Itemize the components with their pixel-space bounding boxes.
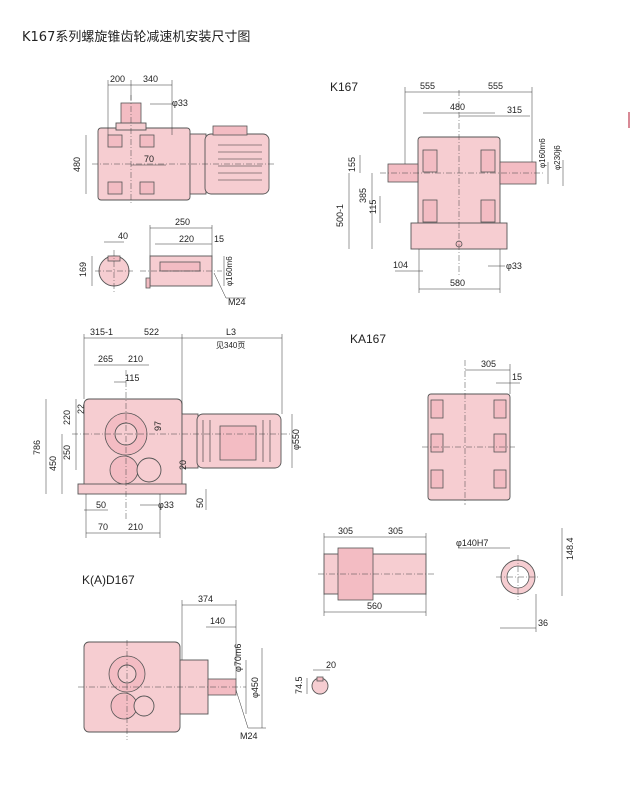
ka167-lug-4	[493, 433, 507, 453]
k167-lug-1	[422, 149, 438, 173]
front-dim-450: 450	[48, 456, 58, 471]
shaft-dim-169: 169	[78, 262, 88, 277]
ka167-lug-3	[430, 433, 444, 453]
k167-dim-115: 115	[368, 200, 378, 214]
k167-dim-500: 500-1	[335, 204, 345, 227]
k167-dim-555b: 555	[488, 81, 503, 91]
shaft-dim-40: 40	[118, 231, 128, 241]
hollow-shaft-view: 305 305 560 φ140H7 148.4 36	[318, 526, 575, 632]
hollow-dim-36: 36	[538, 618, 548, 628]
front-dim-315: 315-1	[90, 327, 113, 337]
kad167-dim-140: 140	[210, 616, 225, 626]
front-dim-210a: 210	[128, 354, 143, 364]
ka167-dim-305: 305	[481, 359, 496, 369]
front-dim-22: 22	[76, 404, 86, 414]
k167-dim-480: 480	[450, 102, 465, 112]
hollow-dim-148: 148.4	[565, 537, 575, 560]
ka167-lug-5	[430, 469, 444, 489]
k167-dim-385: 385	[358, 188, 368, 203]
ka167-lug-2	[493, 399, 507, 419]
shaft-dim-220: 220	[179, 234, 194, 244]
hollow-dim-phi140h7: φ140H7	[456, 538, 488, 548]
k167-dim-phi230j6: φ230j6	[553, 145, 562, 170]
k167-dim-104: 104	[393, 260, 408, 270]
top-terminal-box	[212, 125, 248, 136]
k167-dim-580: 580	[450, 278, 465, 288]
k167-dim-phi160m6: φ160m6	[538, 138, 547, 168]
ka167-lug-1	[430, 399, 444, 419]
front-dim-phi550: φ550	[291, 429, 301, 450]
top-dim-200: 200	[110, 74, 125, 84]
hollow-dim-305b: 305	[388, 526, 403, 536]
front-dim-phi33: φ33	[158, 500, 174, 510]
front-dim-l3: L3	[226, 327, 236, 337]
front-dim-l3-note: 见340页	[216, 341, 245, 350]
page-title: K167系列螺旋锥齿轮减速机安装尺寸图	[22, 30, 251, 45]
top-foot-2	[139, 134, 155, 148]
top-foot-1	[107, 134, 123, 148]
shaft-dim-m24: M24	[228, 297, 246, 307]
k167-dim-155: 155	[347, 157, 357, 172]
front-dim-50a: 50	[96, 500, 106, 510]
front-dim-210b: 210	[128, 522, 143, 532]
kad167-dim-phi70m6: φ70m6	[233, 644, 243, 672]
front-dim-50b: 50	[195, 498, 205, 508]
shaft-dim-250: 250	[175, 217, 190, 227]
hollow-dim-560: 560	[367, 601, 382, 611]
top-dim-phi33: φ33	[172, 98, 188, 108]
front-dim-250: 250	[62, 445, 72, 460]
kad167-gear-small	[110, 692, 138, 720]
front-dim-115: 115	[125, 373, 139, 383]
hollow-dim-305a: 305	[338, 526, 353, 536]
ka167-view: 305 15	[422, 359, 522, 505]
kad167-dim-374: 374	[198, 594, 213, 604]
shaft-side-key	[159, 261, 201, 272]
front-dim-220: 220	[62, 410, 72, 425]
top-dim-340: 340	[143, 74, 158, 84]
front-terminal-box	[219, 425, 257, 461]
view-label-ka167: KA167	[350, 332, 387, 346]
k167-end-view: 555 555 480 315 φ160m6 φ230j6 155 385 11…	[335, 81, 564, 293]
front-view-drawing: 315-1 522 L3 见340页 265 210 115 786 450 2…	[32, 327, 301, 538]
front-dim-265: 265	[98, 354, 113, 364]
k167-lug-3	[422, 199, 438, 223]
front-dim-70: 70	[98, 522, 108, 532]
k167-dim-315: 315	[507, 105, 522, 115]
kad167-view: 374 140 φ70m6 φ450 M24 20 74.5	[78, 594, 336, 741]
shaft-detail-drawing: 40 169 250 220 15 φ160m6 M24	[78, 217, 246, 307]
kad167-dim-745: 74.5	[294, 676, 304, 694]
top-dim-480: 480	[72, 157, 82, 172]
k167-lug-2	[480, 149, 496, 173]
front-dim-20: 20	[178, 460, 188, 470]
top-foot-4	[139, 181, 155, 195]
front-dim-786: 786	[32, 440, 42, 455]
k167-dim-phi33: φ33	[506, 261, 522, 271]
top-dim-70: 70	[144, 154, 154, 164]
k167-lug-4	[480, 199, 496, 223]
front-dim-97: 97	[153, 421, 163, 431]
ka167-lug-6	[493, 469, 507, 489]
front-gear-small	[109, 455, 139, 485]
kad167-dim-20: 20	[326, 660, 336, 670]
edge-mark	[628, 112, 630, 128]
k167-dim-555a: 555	[420, 81, 435, 91]
shaft-dim-phi160m6: φ160m6	[225, 256, 234, 286]
view-label-kad167: K(A)D167	[82, 573, 135, 587]
ka167-dim-15: 15	[512, 372, 522, 382]
top-foot-3	[107, 181, 123, 195]
top-view-drawing: 200 340 φ33 480 70	[72, 74, 275, 205]
kad167-dim-m24: M24	[240, 731, 258, 741]
kad167-dim-phi450: φ450	[250, 677, 260, 698]
view-label-k167: K167	[330, 80, 359, 94]
front-base	[77, 483, 187, 495]
front-dim-522: 522	[144, 327, 159, 337]
front-adapter	[181, 413, 199, 469]
shaft-dim-15: 15	[214, 234, 224, 244]
